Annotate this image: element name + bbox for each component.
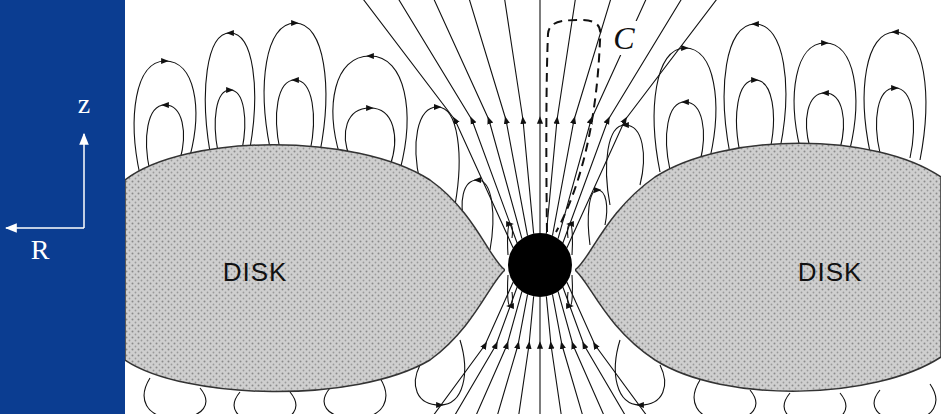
disk-label: DISK <box>223 257 288 288</box>
field-line <box>539 0 540 233</box>
axis-label: z <box>75 89 93 119</box>
field-loop <box>737 80 774 153</box>
disk-shape: DISK <box>575 132 941 400</box>
z-axis-arrow <box>83 134 85 228</box>
disk-body <box>125 145 505 392</box>
r-axis-arrow <box>6 227 84 229</box>
field-loop <box>794 43 856 149</box>
field-line <box>558 291 606 414</box>
field-line <box>474 291 522 414</box>
contour-path <box>546 20 600 232</box>
field-loop <box>234 392 296 414</box>
disk-outline <box>575 132 941 400</box>
disk-outline <box>125 132 505 400</box>
field-loop <box>724 24 786 154</box>
black-hole <box>508 233 572 297</box>
field-loop <box>874 384 936 414</box>
field-loop <box>277 80 314 152</box>
field-loop <box>264 23 326 152</box>
field-line <box>468 0 528 236</box>
disk-shape: DISK <box>125 132 505 400</box>
field-loop <box>215 90 245 152</box>
axis-label: R <box>28 235 53 265</box>
contour-label: C <box>610 21 637 55</box>
field-line <box>539 297 540 414</box>
field-line <box>546 296 562 414</box>
field-loop <box>784 393 846 414</box>
field-line <box>496 294 528 414</box>
white-panel <box>125 0 941 414</box>
field-line <box>518 296 534 414</box>
field-loop <box>654 48 716 172</box>
field-line <box>504 0 534 234</box>
field-line <box>546 0 576 234</box>
field-loop <box>205 33 254 152</box>
field-line <box>552 294 584 414</box>
field-loop <box>864 32 926 160</box>
disk-body <box>575 143 941 391</box>
disk-label: DISK <box>798 257 863 288</box>
field-loop <box>877 88 914 158</box>
field-line <box>552 0 612 236</box>
field-loop <box>807 93 844 149</box>
